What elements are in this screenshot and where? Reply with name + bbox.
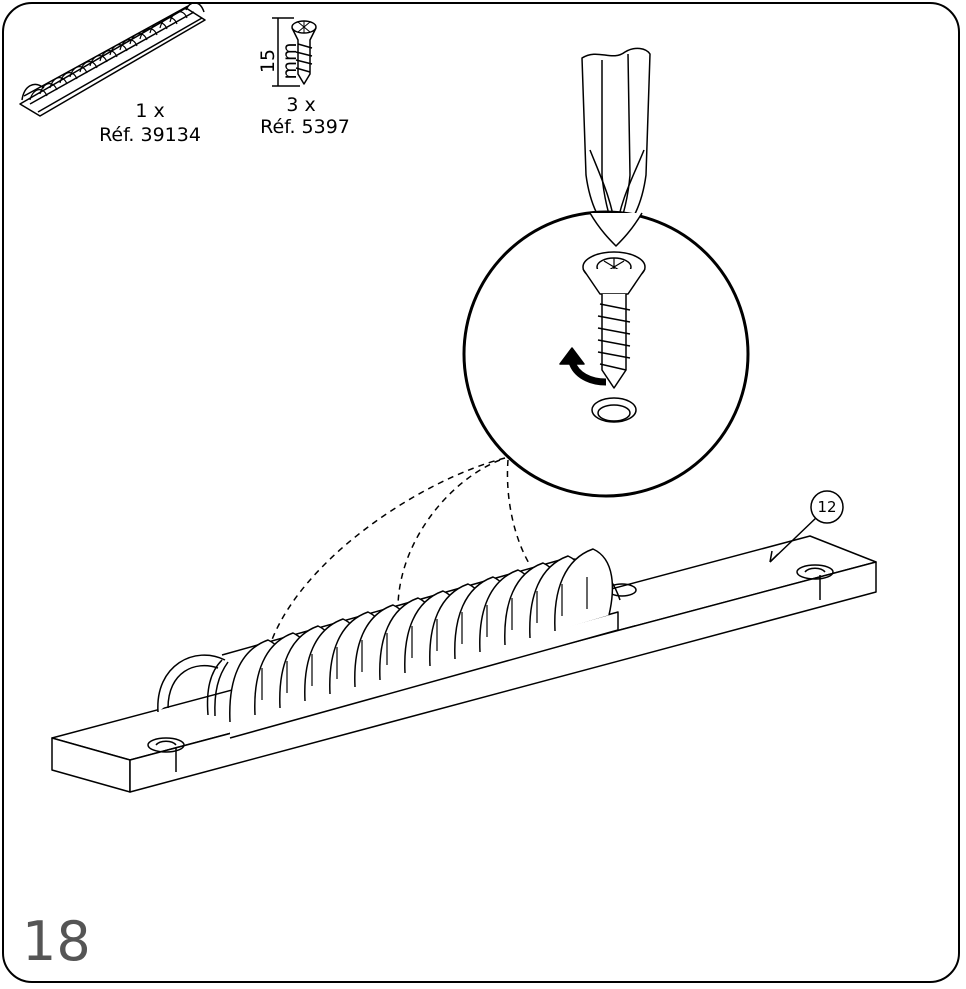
comb-part-icon — [19, 2, 206, 117]
screw-part-icon — [272, 17, 317, 87]
leader-lines — [269, 457, 531, 646]
comb-qty: 1 x — [135, 100, 165, 122]
screw-length-label: 15 mm — [257, 42, 301, 80]
step-number: 18 — [22, 910, 91, 973]
screw-ref: Réf. 5397 — [260, 116, 350, 138]
detail-magnifier — [462, 210, 750, 498]
comb-ref: Réf. 39134 — [99, 124, 201, 146]
comb-assembly — [157, 548, 621, 739]
screw-qty: 3 x — [286, 94, 316, 116]
part-callout-label: 12 — [817, 498, 837, 516]
